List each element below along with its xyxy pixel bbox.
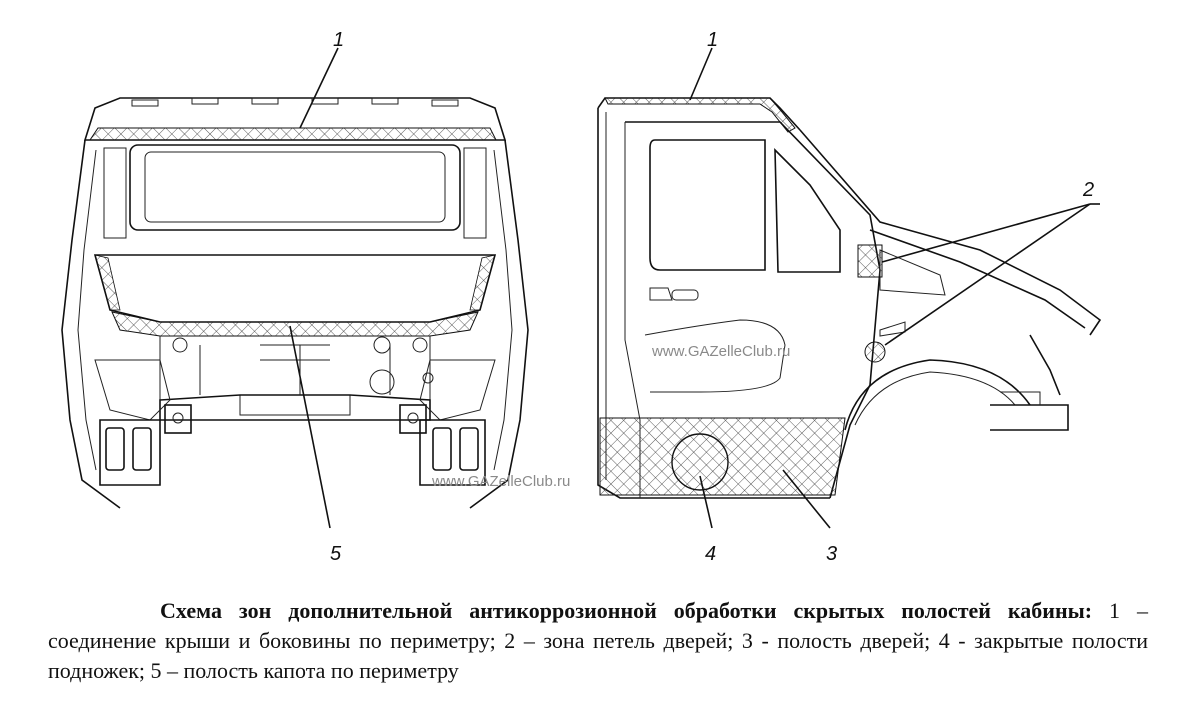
- caption-body: 1 – соединение крыши и боковины по перим…: [48, 598, 1148, 683]
- figure-caption: Схема зон дополнительной антикоррозионно…: [48, 596, 1148, 686]
- side-leader-4: [699, 475, 713, 529]
- side-leader-1: [689, 47, 713, 101]
- front-view-cabin: [61, 97, 529, 509]
- front-callout-1: 1: [333, 29, 344, 51]
- side-callout-4: 4: [705, 543, 716, 565]
- caption-title: Схема зон дополнительной антикоррозионно…: [160, 598, 1093, 623]
- front-leader-5: [289, 325, 331, 529]
- side-leader-2a: [881, 203, 1091, 263]
- side-leader-2b: [884, 203, 1091, 346]
- side-callout-2: 2: [1082, 179, 1094, 201]
- side-callout-3: 3: [826, 543, 837, 565]
- front-leader-1: [299, 47, 339, 129]
- watermark-side: www.GAZelleClub.ru: [651, 343, 790, 360]
- side-view-cabin: [597, 97, 1102, 499]
- side-leader-3: [782, 469, 831, 529]
- watermark-bottom: www.GAZelleClub.ru: [431, 473, 570, 490]
- front-callout-5: 5: [330, 543, 342, 565]
- side-callout-1: 1: [707, 29, 718, 51]
